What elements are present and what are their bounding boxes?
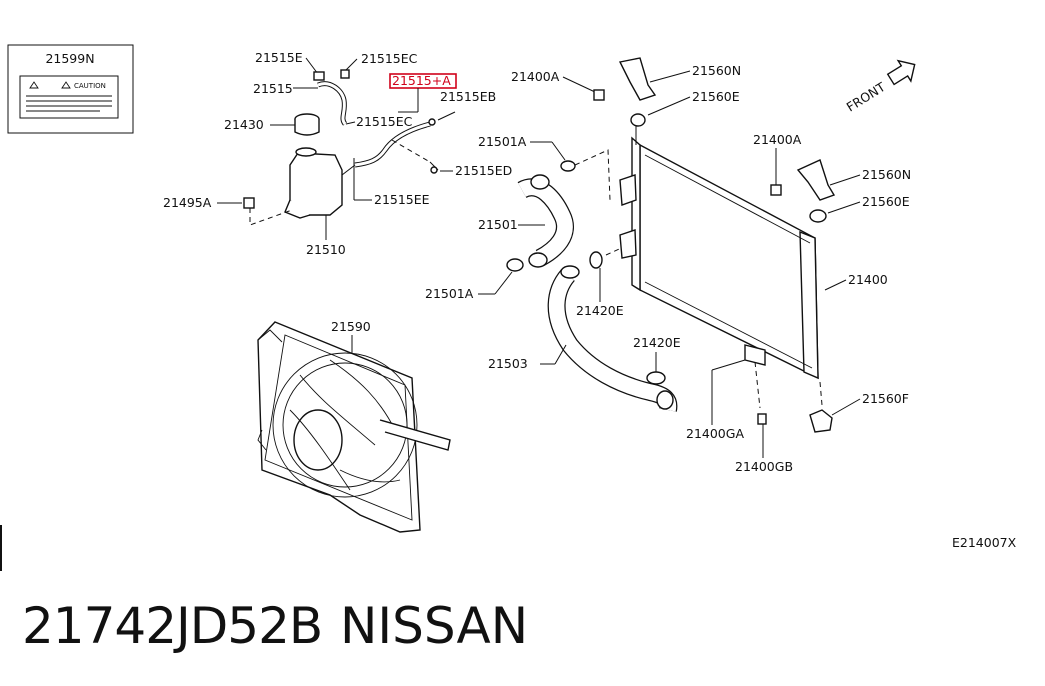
hose-21515A [354,121,431,168]
front-label: FRONT [844,79,888,115]
label-21515EE: 21515EE [374,192,430,207]
radiator-group: 21400A 21560N 21560E 21400A 21560N 21560… [511,57,911,474]
grommet-21560E-top [630,113,646,127]
caution-label-group: 21599N CAUTION [7,44,134,134]
clamp-21501A-bottom [506,258,524,272]
clip-21515E [313,71,325,81]
diagram-code: E214007X [952,535,1017,550]
fan-ring [272,352,418,498]
hose-21515 [317,81,348,126]
bracket-21560N-top [618,57,657,101]
label-21515ED: 21515ED [455,163,512,178]
clamp-21420E-bottom [646,371,666,385]
label-21495A: 21495A [163,195,212,210]
footer-brand: NISSAN [340,597,529,655]
grommet-21560E-right [809,209,827,223]
left-edge-bar [0,525,2,571]
front-indicator: FRONT [844,59,916,115]
label-21560E-right: 21560E [862,194,910,209]
front-arrow-icon [886,59,916,86]
label-21560N-top: 21560N [692,63,741,78]
label-21400GA: 21400GA [686,426,744,441]
label-21510: 21510 [306,242,346,257]
label-21599N: 21599N [45,51,94,66]
label-21501A-bottom: 21501A [425,286,474,301]
label-21515EB: 21515EB [440,89,496,104]
warning-icon [29,81,39,89]
label-21420E-bottom: 21420E [633,335,681,350]
fan-motor [293,409,343,471]
label-21515E: 21515E [255,50,303,65]
fan-shroud-group: 21590 [257,319,451,533]
footer-part-number: 21742JD52B [22,597,323,655]
clip-21515EC [340,69,350,79]
label-21515EC-mid: 21515EC [356,114,413,129]
label-21590: 21590 [331,319,371,334]
clamp-21501A-top [560,160,576,172]
bracket-21560N-right [796,159,836,201]
caution-label-frame [7,44,134,134]
label-21420E-left: 21420E [576,303,624,318]
label-21501A-top: 21501A [478,134,527,149]
warning-icon-2 [61,81,71,89]
reservoir-group: 21515E 21515EC 21515+A 21515 21515EB 215… [163,50,512,257]
bolt-21400GB [757,413,767,425]
label-21400A-left: 21400A [511,69,560,84]
label-21503: 21503 [488,356,528,371]
bolt-21400A-left [593,89,605,101]
bracket-21400GA [744,344,766,366]
caution-text: CAUTION [74,82,106,90]
mount-21560F [809,409,833,433]
label-21400GB: 21400GB [735,459,793,474]
label-21400A-right: 21400A [753,132,802,147]
clip-21515EB [428,118,436,126]
clamp-21420E-left [589,251,603,269]
label-21515EC-top: 21515EC [361,51,418,66]
reservoir-21510 [289,152,343,216]
parts-diagram: 21599N CAUTION 21515E 21515EC 21515+A 21… [7,44,1017,550]
label-21560E-top: 21560E [692,89,740,104]
label-21560N-right: 21560N [862,167,911,182]
caution-sticker [19,75,119,119]
highlight-box [389,73,457,89]
label-21515: 21515 [253,81,293,96]
label-21501: 21501 [478,217,518,232]
hoses-group: 21501A 21501 21501A 21420E 21503 21420E [425,134,681,412]
label-21560F: 21560F [862,391,909,406]
bolt-21495A [243,197,255,209]
label-21515A: 21515+A [392,73,451,88]
bolt-21400A-right [770,184,782,196]
label-21430: 21430 [224,117,264,132]
clip-21515ED [430,166,438,174]
label-21400: 21400 [848,272,888,287]
